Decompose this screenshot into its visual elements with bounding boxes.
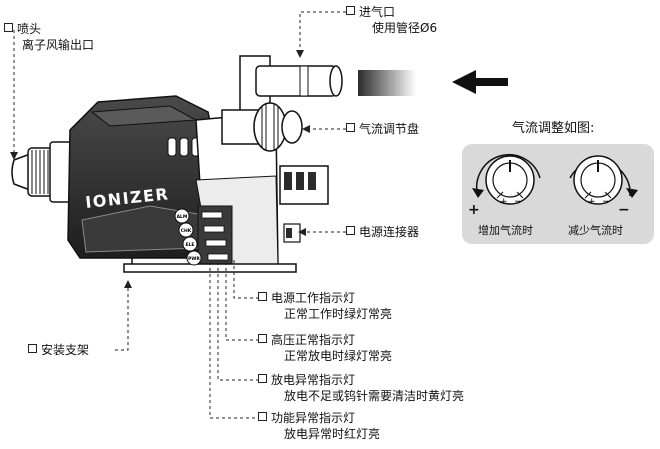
- indicator-chk: CHK: [181, 228, 192, 234]
- function-led-label: 功能异常指示灯: [258, 411, 355, 426]
- knob-increase-minus: −: [514, 197, 522, 207]
- function-led-desc: 放电异常时红灯亮: [284, 427, 381, 441]
- power-connector-title: 电源连接器: [359, 225, 420, 239]
- indicator-alm: ALM: [177, 214, 188, 220]
- power-led-label: 电源工作指示灯: [258, 291, 355, 306]
- airflow-gradient: [358, 70, 416, 96]
- mount-bracket-label: 安装支架: [28, 343, 89, 358]
- power-led-title: 电源工作指示灯: [271, 291, 356, 305]
- increase-plus-sign: +: [468, 202, 480, 218]
- label-bullet: [258, 412, 267, 421]
- indicator-labels: ALM CHK ELE PWR: [174, 208, 202, 266]
- discharge-led-desc: 放电不足或钨针需要清洁时黄灯亮: [284, 389, 465, 403]
- power-connector-graphic: [279, 165, 329, 243]
- hv-led-desc: 正常放电时绿灯常亮: [284, 349, 393, 363]
- label-bullet: [258, 334, 267, 343]
- flow-dial-title: 气流调节盘: [359, 122, 420, 136]
- airflow-arrow: [452, 70, 508, 94]
- knob-increase-plus: +: [500, 197, 508, 207]
- air-inlet-label: 进气口: [346, 5, 395, 20]
- leader-lines: [13, 11, 346, 419]
- indicator-ele: ELE: [185, 242, 194, 248]
- power-connector-label: 电源连接器: [346, 225, 419, 240]
- flow-panel-title: 气流调整如图:: [512, 121, 595, 136]
- power-led-desc: 正常工作时绿灯常亮: [284, 307, 393, 321]
- mount-bracket-title: 安装支架: [41, 343, 90, 357]
- indicator-pwr: PWR: [188, 256, 200, 262]
- nozzle-label: 喷头: [4, 22, 41, 37]
- label-bullet: [258, 374, 267, 383]
- function-led-title: 功能异常指示灯: [271, 411, 356, 425]
- air-inlet-desc: 使用管径Ø6: [372, 21, 438, 35]
- increase-caption: 增加气流时: [478, 224, 533, 237]
- indicator-window: [197, 205, 233, 265]
- label-bullet: [346, 6, 355, 15]
- decrease-caption: 减少气流时: [568, 224, 623, 237]
- discharge-led-title: 放电异常指示灯: [271, 373, 356, 387]
- knob-increase: [472, 153, 541, 205]
- label-bullet: [346, 123, 355, 132]
- nozzle-desc: 离子风输出口: [22, 38, 95, 52]
- knob-decrease: [569, 155, 638, 205]
- hv-led-title: 高压正常指示灯: [271, 333, 356, 347]
- label-bullet: [258, 292, 267, 301]
- nozzle-title: 喷头: [17, 22, 42, 36]
- flow-dial-graphic: [221, 102, 303, 152]
- air-inlet-title: 进气口: [359, 5, 396, 19]
- flow-dial-label: 气流调节盘: [346, 122, 419, 137]
- hv-led-label: 高压正常指示灯: [258, 333, 355, 348]
- knob-decrease-minus: −: [602, 197, 610, 207]
- leader-arrowheads: [10, 50, 310, 288]
- discharge-led-label: 放电异常指示灯: [258, 373, 355, 388]
- label-bullet: [28, 344, 37, 353]
- decrease-minus-sign: −: [618, 202, 630, 218]
- nozzle-graphic: [11, 141, 73, 203]
- knob-decrease-plus: +: [588, 197, 596, 207]
- label-bullet: [4, 23, 13, 32]
- label-bullet: [346, 226, 355, 235]
